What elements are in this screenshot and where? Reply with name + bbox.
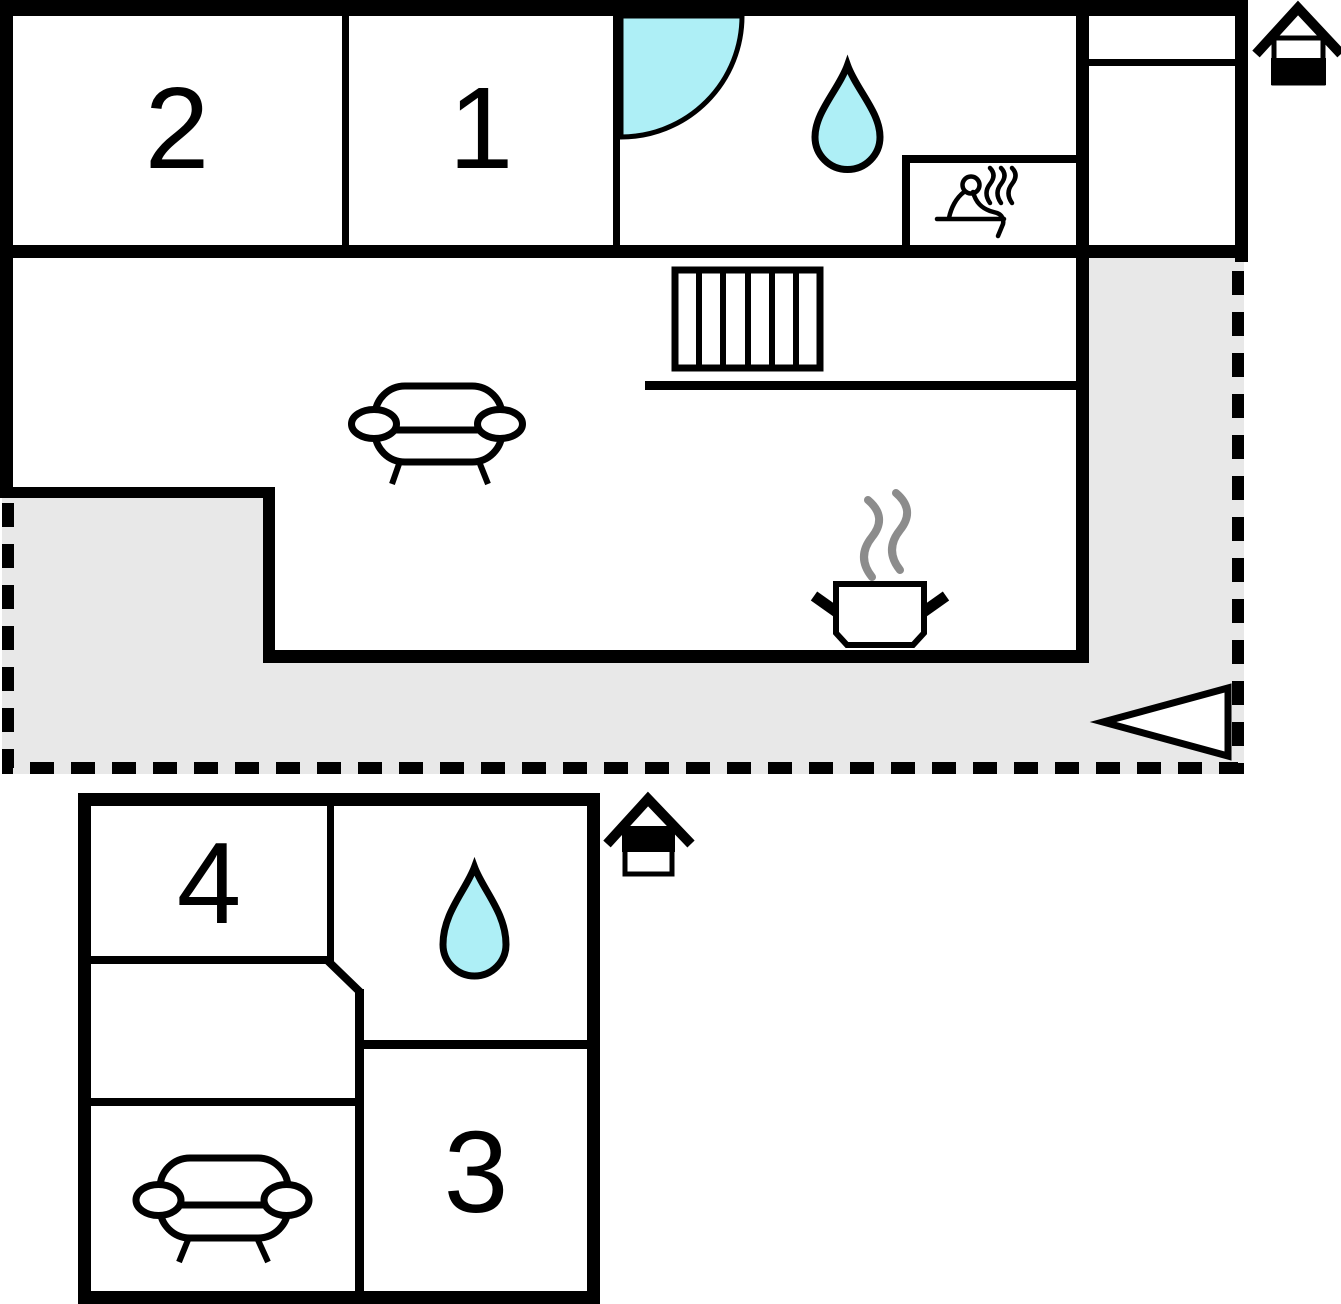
landing-wall (645, 381, 1076, 390)
room-3: 3 (444, 1107, 509, 1237)
sofa-leg (255, 1238, 271, 1264)
room-4: 4 (177, 818, 242, 948)
wall-segment (78, 793, 91, 1304)
main-floor-walls (0, 0, 1248, 663)
floor-indicator-upper-icon (603, 791, 695, 877)
sofa-leg (477, 462, 491, 486)
sofa-leg (389, 463, 402, 485)
pot-steam-line (860, 496, 883, 581)
room-2: 2 (145, 63, 210, 193)
wall-segment (0, 245, 1248, 258)
sofa-armrest (474, 406, 526, 442)
wall-segment (78, 1291, 600, 1304)
sauna-steam-line (995, 165, 1007, 206)
sauna-steam-line (1006, 165, 1018, 206)
water-drop-icon (439, 856, 510, 980)
wall-segment (78, 793, 600, 806)
sofa-armrest (132, 1181, 185, 1219)
floor-indicator-ground-icon (1252, 0, 1341, 86)
room-label: 3 (444, 1107, 509, 1237)
room-1: 1 (449, 63, 514, 193)
sauna-icon (934, 165, 1018, 239)
cooking-pot-icon (810, 489, 950, 648)
direction-arrow-icon (1089, 683, 1232, 761)
sofa-icon (132, 1154, 313, 1264)
sauna-steam-line (984, 165, 996, 206)
terrace-surface (2, 258, 1244, 774)
pot-steam-line (888, 489, 911, 574)
wall-segment (263, 650, 1089, 663)
pot-body (833, 581, 927, 648)
wall-segment (325, 958, 363, 995)
house-filled-story (1271, 58, 1326, 85)
sofa-armrest (348, 406, 400, 442)
wall-segment (91, 1098, 357, 1106)
room-label: 1 (449, 63, 514, 193)
wall-segment (1235, 0, 1248, 262)
door-swing-icon (618, 13, 745, 140)
sauna-person-body (946, 189, 967, 221)
wall-segment (0, 487, 275, 498)
sofa-icon (348, 382, 526, 486)
water-drop-icon (811, 54, 884, 173)
wall-segment (327, 806, 334, 964)
room-label: 2 (145, 63, 210, 193)
wall-segment (613, 16, 620, 245)
wall-segment (91, 956, 330, 964)
wall-segment (902, 155, 1080, 163)
wall-segment (355, 989, 364, 1291)
room-label: 4 (177, 818, 242, 948)
wall-segment (342, 16, 349, 245)
wall-segment (902, 155, 910, 258)
stairs-icon (671, 266, 824, 372)
sauna-person-leg (970, 189, 1006, 239)
sofa-armrest (260, 1181, 313, 1219)
wall-segment (263, 487, 275, 663)
entrance-shelf-line (1089, 59, 1235, 66)
house-filled-story (622, 826, 675, 852)
wall-segment (1076, 16, 1089, 663)
terrace-area (2, 258, 1244, 774)
sofa-leg (176, 1238, 191, 1264)
wall-segment (360, 1040, 588, 1049)
upper-floor-walls (78, 793, 600, 1304)
house-roof (1252, 0, 1341, 58)
terrace-dashed-border (2, 263, 1244, 774)
house-roof (603, 791, 695, 848)
wall-segment (0, 0, 1248, 16)
sauna-person-head (960, 174, 982, 196)
wall-segment (587, 793, 600, 1304)
